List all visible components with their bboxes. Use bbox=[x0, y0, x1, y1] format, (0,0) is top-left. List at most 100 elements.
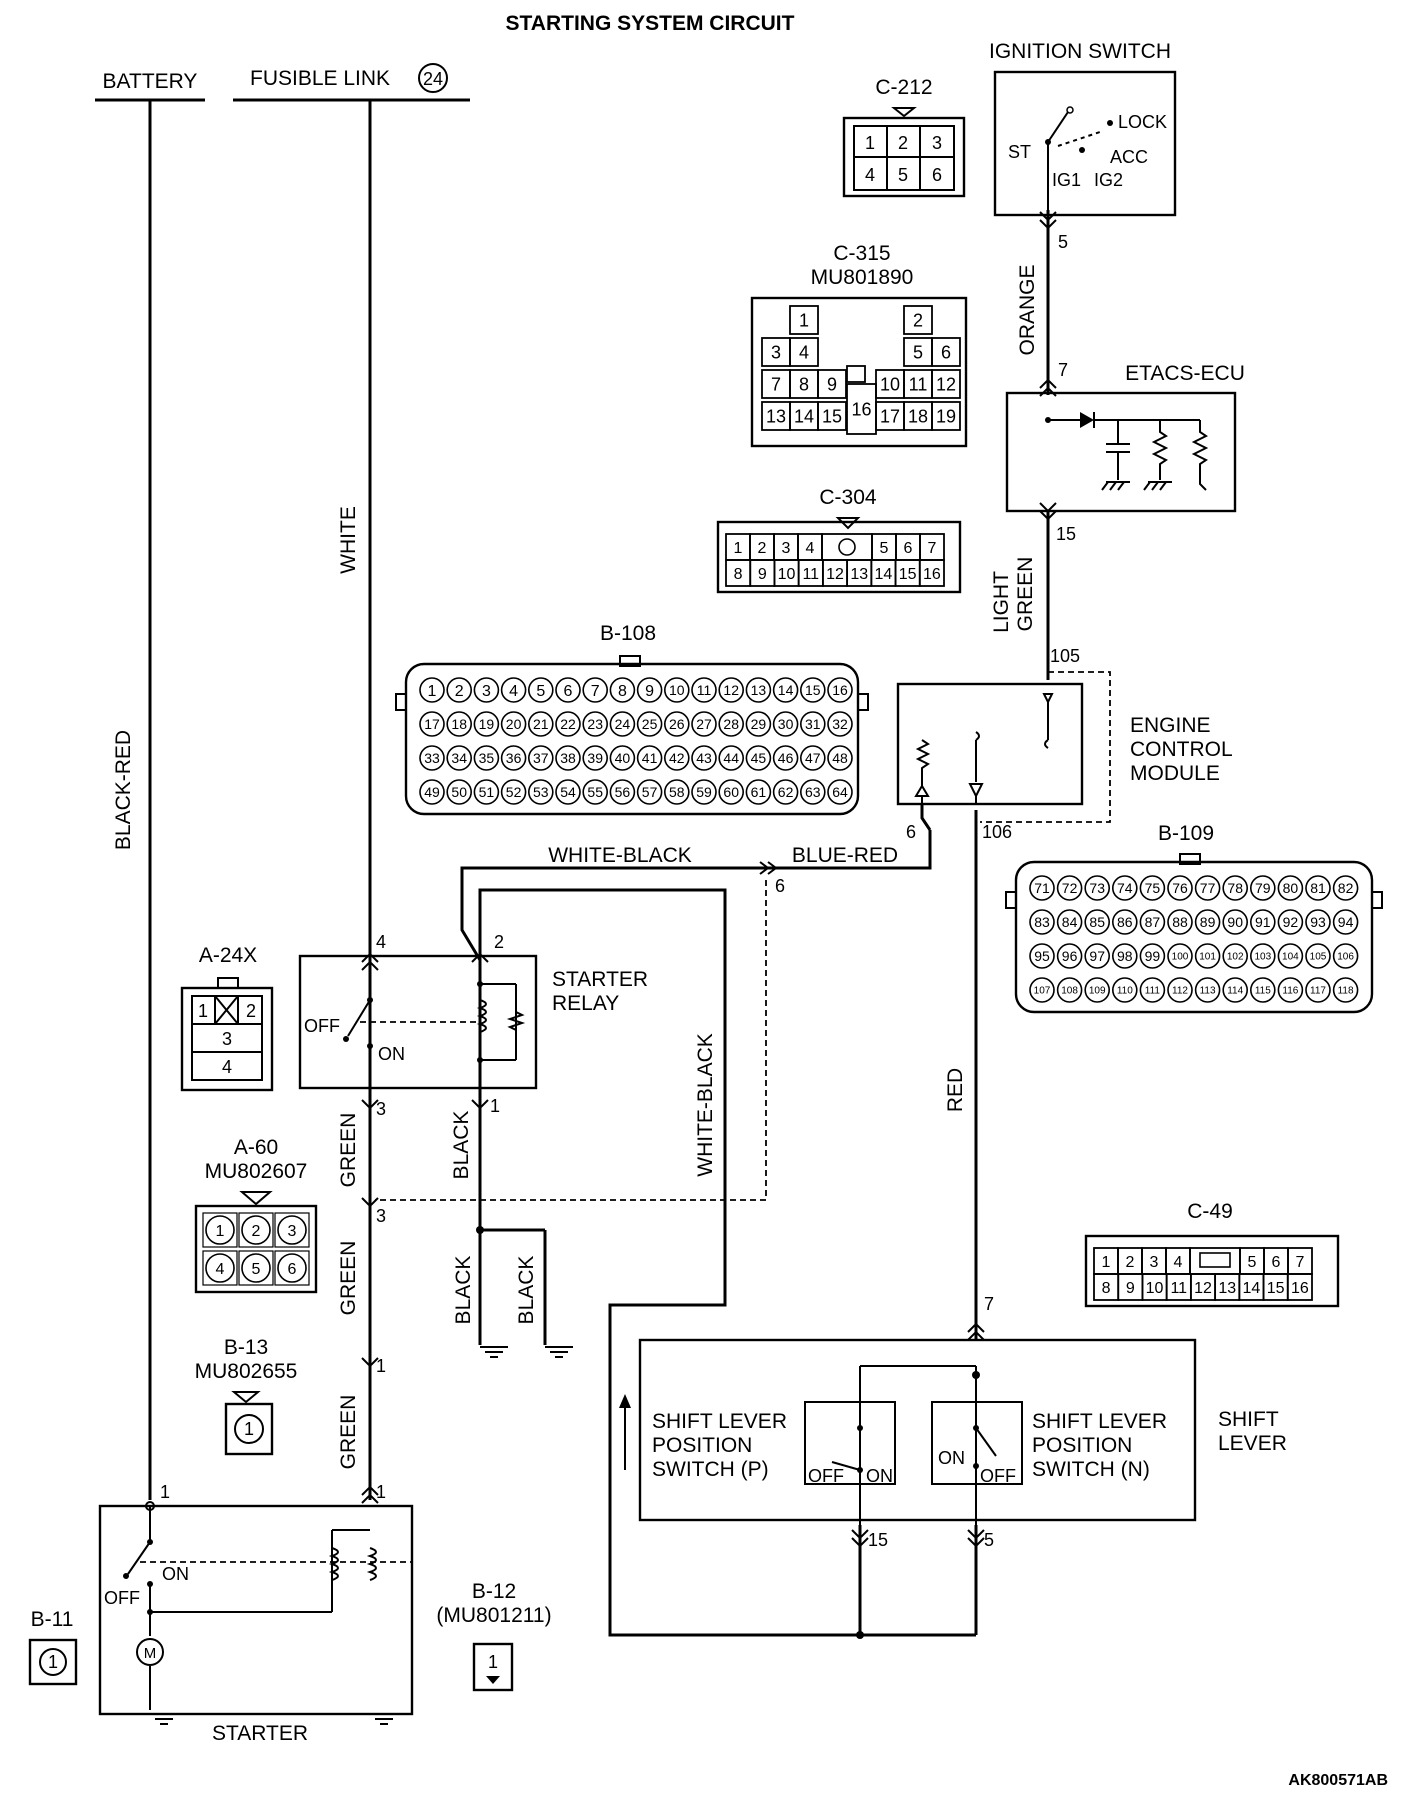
b108-pin: 51 bbox=[479, 784, 495, 800]
b108-label: B-108 bbox=[600, 622, 656, 645]
b109-pin: 74 bbox=[1117, 880, 1133, 896]
b12-part: (MU801211) bbox=[436, 1604, 551, 1627]
b109-pin: 73 bbox=[1089, 880, 1105, 896]
b109-pin: 104 bbox=[1282, 952, 1299, 963]
pin-ecm-106: 106 bbox=[982, 822, 1012, 842]
b109-pin: 112 bbox=[1172, 986, 1188, 997]
a24x-label: A-24X bbox=[199, 944, 257, 967]
c315-pin: 13 bbox=[766, 406, 786, 426]
b109-label: B-109 bbox=[1158, 822, 1214, 845]
b108-pin: 50 bbox=[451, 784, 467, 800]
a24x-pin: 3 bbox=[222, 1029, 232, 1049]
wire-black-2: BLACK bbox=[452, 1256, 475, 1325]
b109-pin: 98 bbox=[1117, 948, 1133, 964]
a60-pin: 4 bbox=[216, 1261, 225, 1278]
b109-pin: 79 bbox=[1255, 880, 1271, 896]
b11-label: B-11 bbox=[31, 1608, 74, 1631]
starter-relay-label-2: RELAY bbox=[552, 992, 619, 1015]
a60-pin: 5 bbox=[252, 1261, 261, 1278]
c315-pin: 16 bbox=[851, 399, 871, 419]
c304-pin: 13 bbox=[850, 566, 868, 583]
pin-relay-1: 1 bbox=[490, 1096, 500, 1116]
pin-etacs-15: 15 bbox=[1056, 524, 1076, 544]
c49-pin: 7 bbox=[1296, 1254, 1305, 1271]
b108-pin: 31 bbox=[805, 716, 821, 732]
b108-pin: 10 bbox=[669, 682, 685, 698]
c315-pin: 15 bbox=[822, 406, 842, 426]
ecm-label-1: ENGINE bbox=[1130, 714, 1211, 737]
b108-pin: 56 bbox=[615, 784, 631, 800]
b109-pin: 92 bbox=[1283, 914, 1299, 930]
b109-pin: 107 bbox=[1034, 986, 1051, 997]
c315-pin: 11 bbox=[909, 374, 928, 394]
c49-pin: 8 bbox=[1102, 1280, 1111, 1297]
b108-pin: 59 bbox=[696, 784, 712, 800]
c304-pin: 4 bbox=[806, 540, 815, 557]
c315-pin: 7 bbox=[771, 374, 781, 394]
c49-pin: 13 bbox=[1218, 1280, 1236, 1297]
b108-pin: 64 bbox=[832, 784, 848, 800]
b109-pin: 77 bbox=[1200, 880, 1216, 896]
b109-pin: 93 bbox=[1310, 914, 1326, 930]
wire-black-red: BLACK-RED bbox=[112, 730, 135, 850]
c212-pin: 2 bbox=[898, 133, 908, 153]
starter-off: OFF bbox=[104, 1588, 140, 1608]
b108-pin: 14 bbox=[778, 682, 794, 698]
b108-pin: 26 bbox=[669, 716, 685, 732]
pin-relay-3: 3 bbox=[376, 1099, 386, 1119]
c315-pin: 18 bbox=[908, 406, 928, 426]
motor-symbol: M bbox=[144, 1645, 157, 1662]
c49-pin: 11 bbox=[1170, 1280, 1187, 1297]
b108-pin: 40 bbox=[615, 750, 631, 766]
b108-pin: 2 bbox=[455, 683, 464, 700]
b109-pin: 94 bbox=[1338, 914, 1354, 930]
b12-label: B-12 bbox=[472, 1580, 516, 1603]
c212-pin: 4 bbox=[865, 165, 875, 185]
b11-pin: 1 bbox=[48, 1652, 58, 1672]
wire-white: WHITE bbox=[337, 506, 360, 574]
b108-pin: 18 bbox=[451, 716, 467, 732]
b109-pin: 117 bbox=[1310, 986, 1326, 997]
b108-pin: 57 bbox=[642, 784, 658, 800]
b108-pin: 7 bbox=[591, 683, 600, 700]
b109-pin: 85 bbox=[1089, 914, 1105, 930]
b109-pin: 87 bbox=[1145, 914, 1161, 930]
wire-white-black-vert: WHITE-BLACK bbox=[694, 1033, 717, 1177]
ign-pos-ig2: IG2 bbox=[1094, 170, 1123, 190]
c304-pin: 7 bbox=[928, 540, 937, 557]
wire-light: LIGHT bbox=[990, 571, 1013, 633]
b108-pin: 47 bbox=[805, 750, 821, 766]
b108-pin: 61 bbox=[751, 784, 767, 800]
b109-pin: 76 bbox=[1172, 880, 1188, 896]
c304-pin: 14 bbox=[875, 566, 893, 583]
wire-red: RED bbox=[944, 1068, 967, 1112]
ignition-switch-label: IGNITION SWITCH bbox=[989, 40, 1171, 63]
b108-pin: 25 bbox=[642, 716, 658, 732]
b109-pin: 81 bbox=[1310, 880, 1326, 896]
b108-pin: 35 bbox=[479, 750, 495, 766]
switch-p-label-3: SWITCH (P) bbox=[652, 1458, 769, 1481]
b108-pin: 38 bbox=[560, 750, 576, 766]
b109-pin: 114 bbox=[1227, 986, 1243, 997]
b13-pin: 1 bbox=[244, 1419, 254, 1439]
c315-label: C-315 bbox=[833, 242, 890, 265]
switch-n-label-3: SWITCH (N) bbox=[1032, 1458, 1150, 1481]
pin-junction-6: 6 bbox=[775, 876, 785, 896]
c304-pin: 11 bbox=[802, 566, 819, 583]
wire-white-black-horiz: WHITE-BLACK bbox=[548, 844, 692, 867]
figure-id: AK800571AB bbox=[1288, 1772, 1388, 1789]
b109-pin: 97 bbox=[1089, 948, 1105, 964]
switch-n-label-1: SHIFT LEVER bbox=[1032, 1410, 1167, 1433]
b108-pin: 60 bbox=[723, 784, 739, 800]
pin-shift-7: 7 bbox=[984, 1294, 994, 1314]
b108-pin: 22 bbox=[560, 716, 576, 732]
starter-on: ON bbox=[162, 1564, 189, 1584]
pin-ecm-105: 105 bbox=[1050, 646, 1080, 666]
pin-shift-15: 15 bbox=[868, 1530, 888, 1550]
c304-pin: 10 bbox=[778, 566, 796, 583]
pin-starter-1: 1 bbox=[160, 1482, 170, 1502]
c315-part: MU801890 bbox=[811, 266, 914, 289]
b108-pin: 12 bbox=[723, 682, 739, 698]
a24x-pin: 4 bbox=[222, 1057, 232, 1077]
